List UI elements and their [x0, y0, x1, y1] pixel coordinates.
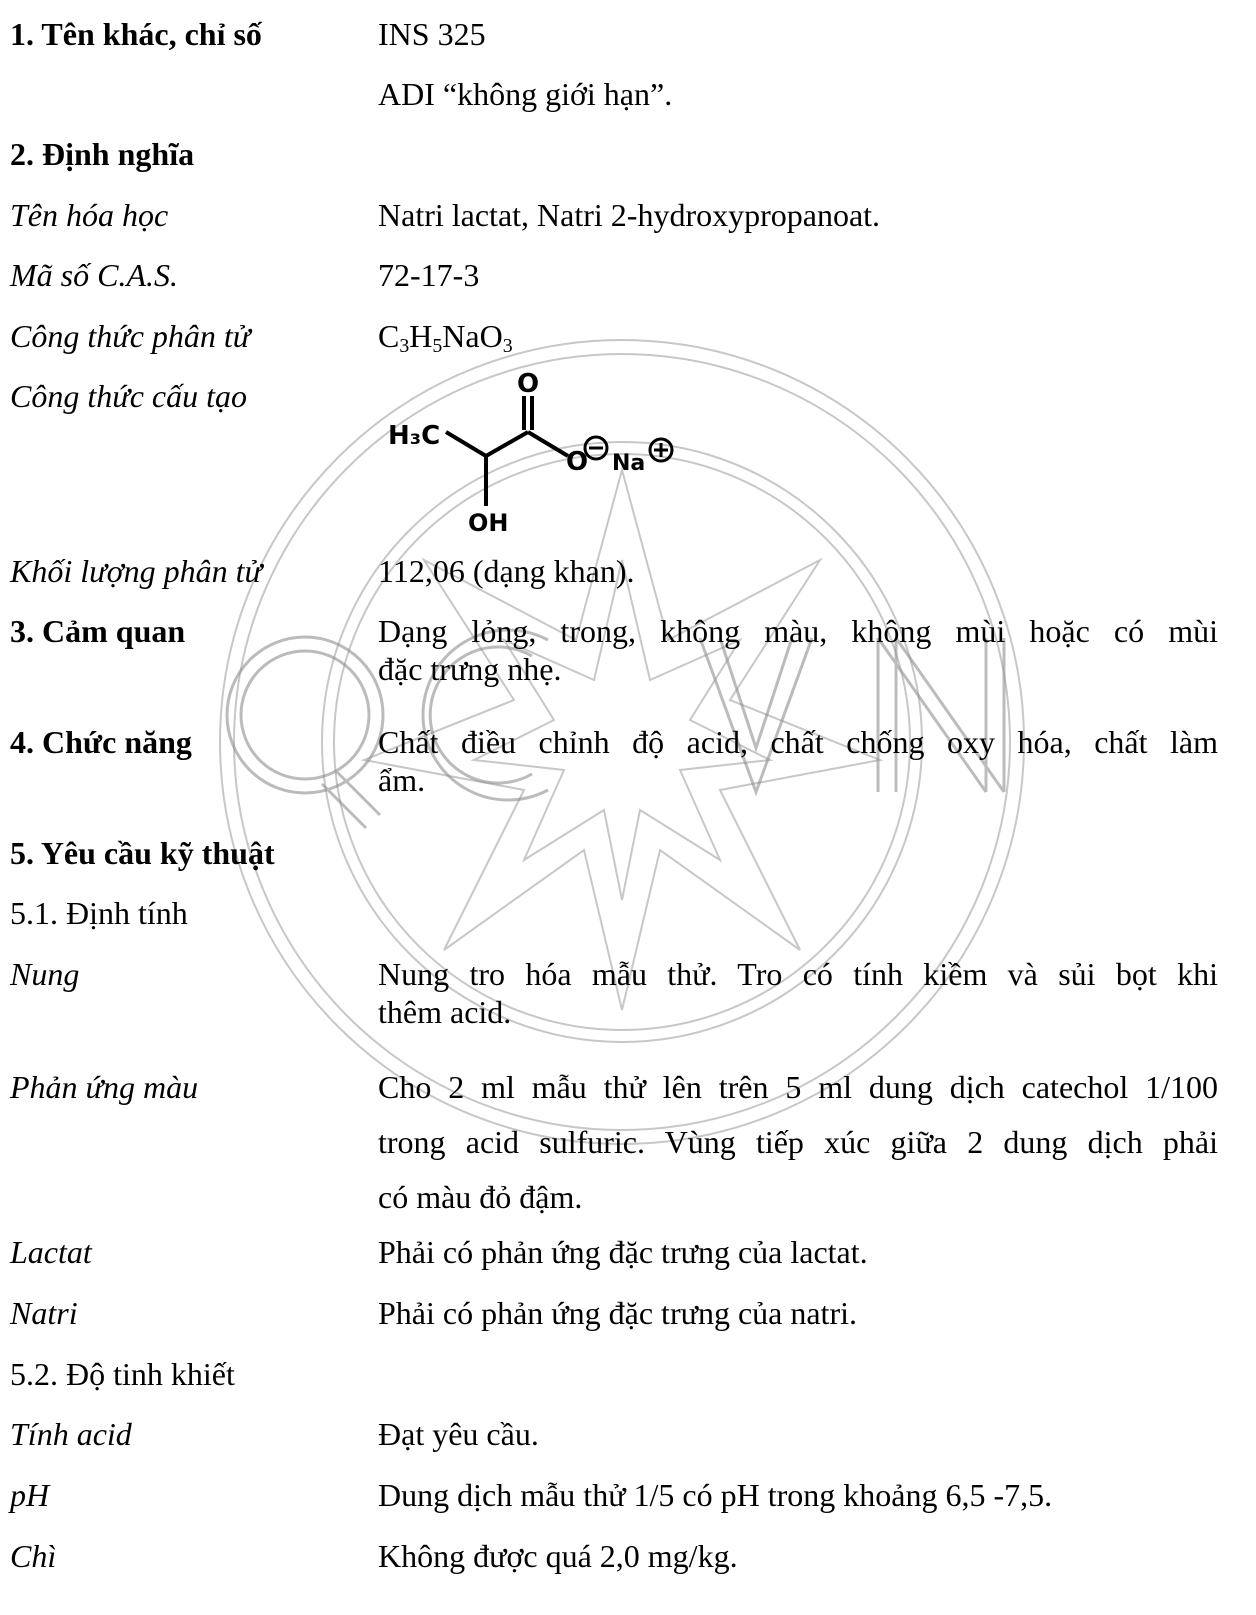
heading-function: 4. Chức năng: [10, 724, 192, 760]
struct-o-neg: O: [566, 447, 588, 477]
label-acidity: Tính acid: [10, 1416, 132, 1452]
label-chemical-name: Tên hóa học: [10, 197, 169, 233]
value-ignition: Nung tro hóa mẫu thử. Tro có tính kiềm v…: [378, 956, 1218, 1030]
minus-charge-icon: [583, 435, 609, 461]
value-function: Chất điều chỉnh độ acid, chất chống oxy …: [378, 724, 1218, 798]
struct-na: Na: [612, 451, 645, 476]
heading-definition: 2. Định nghĩa: [10, 136, 195, 172]
plus-charge-icon: [648, 437, 674, 463]
label-other-names: 1. Tên khác, chỉ số: [10, 16, 262, 52]
label-sodium: Natri: [10, 1295, 78, 1331]
label-structural-formula: Công thức cấu tạo: [10, 378, 247, 414]
value-lactate: Phải có phản ứng đặc trưng của lactat.: [378, 1234, 868, 1270]
value-sensory: Dạng lỏng, trong, không màu, không mùi h…: [378, 613, 1218, 687]
value-color-reaction: Cho 2 ml mẫu thử lên trên 5 ml dung dịch…: [378, 1069, 1218, 1215]
struct-o-double: O: [517, 369, 539, 399]
label-ignition: Nung: [10, 956, 80, 992]
label-cas: Mã số C.A.S.: [10, 257, 178, 293]
label-lead: Chì: [10, 1538, 57, 1574]
label-molecular-formula: Công thức phân tử: [10, 318, 251, 354]
label-lactate: Lactat: [10, 1234, 92, 1270]
subheading-identification: 5.1. Định tính: [10, 895, 188, 931]
value-adi: ADI “không giới hạn”.: [378, 76, 673, 112]
struct-h3c: H₃C: [388, 421, 440, 451]
heading-sensory: 3. Cảm quan: [10, 613, 186, 649]
value-molecular-formula: C3H5NaO3: [378, 318, 513, 357]
struct-oh: OH: [468, 509, 509, 536]
value-molecular-weight: 112,06 (dạng khan).: [378, 553, 635, 589]
value-lead: Không được quá 2,0 mg/kg.: [378, 1538, 738, 1574]
value-chemical-name: Natri lactat, Natri 2-hydroxypropanoat.: [378, 197, 881, 233]
value-cas: 72-17-3: [378, 257, 480, 293]
subheading-purity: 5.2. Độ tinh khiết: [10, 1356, 235, 1392]
heading-technical-requirements: 5. Yêu cầu kỹ thuật: [10, 835, 275, 871]
label-ph: pH: [10, 1477, 50, 1513]
value-ph: Dung dịch mẫu thử 1/5 có pH trong khoảng…: [378, 1477, 1053, 1513]
structural-formula-diagram: O H₃C O Na OH: [388, 369, 674, 536]
value-acidity: Đạt yêu cầu.: [378, 1416, 539, 1452]
label-molecular-weight: Khối lượng phân tử: [10, 553, 262, 589]
label-color-reaction: Phản ứng màu: [10, 1069, 199, 1105]
value-sodium: Phải có phản ứng đặc trưng của natri.: [378, 1295, 857, 1331]
value-ins: INS 325: [378, 16, 486, 52]
